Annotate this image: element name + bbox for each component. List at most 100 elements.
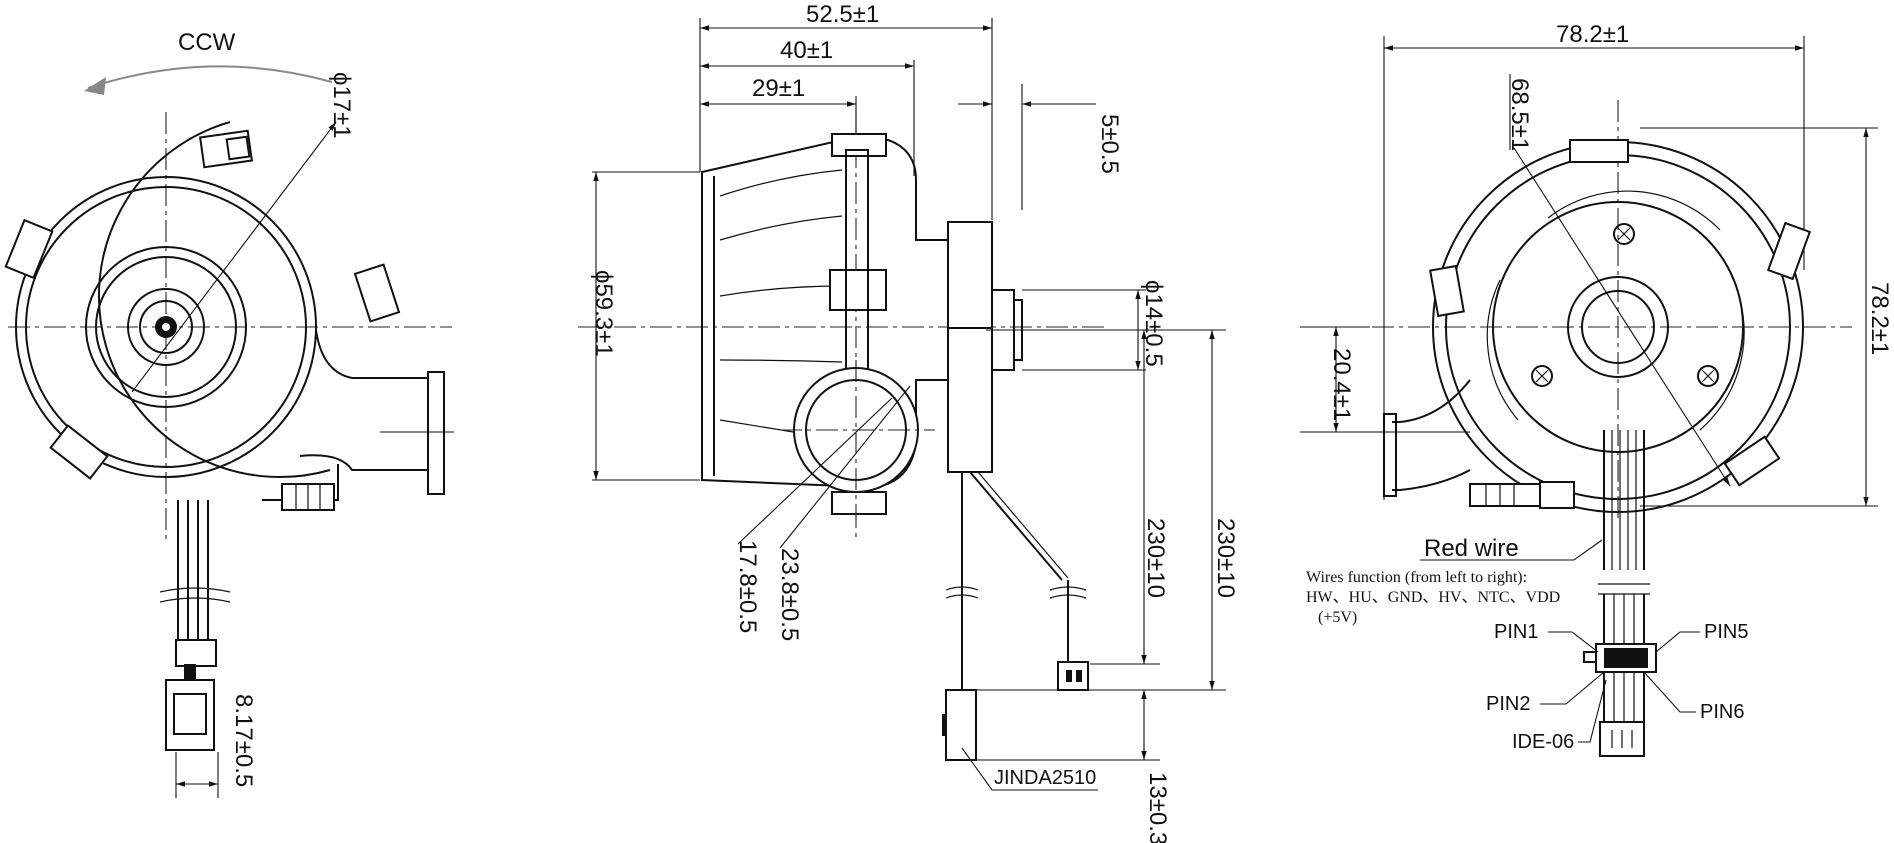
side-flange [947, 221, 993, 329]
front-hub-mid [95, 256, 237, 398]
back-red-wire-leader [1420, 539, 1603, 561]
back-wires-title: Wires function (from left to right): [1306, 569, 1527, 586]
side-lead-a-break [945, 586, 979, 591]
front-pitch-label: 8.17±0.5 [230, 694, 257, 787]
back-screw-top-cross [1617, 227, 1631, 241]
front-diameter-leader [131, 121, 337, 393]
front-clip-top-tab [225, 135, 251, 161]
back-center-bore [1581, 290, 1655, 364]
back-wires-vdd: (+5V) [1318, 609, 1357, 626]
back-screw-left-cross [1535, 369, 1549, 383]
front-hub-diameter-label: ϕ17±1 [328, 72, 355, 139]
back-cover-slot-1 [1547, 190, 1721, 231]
side-lead-b-break-2 [1049, 594, 1087, 599]
side-connector-jinda [945, 689, 977, 761]
back-width-label: 78.2±1 [1556, 21, 1629, 48]
front-wire-break-bottom [159, 597, 231, 603]
front-hub-inner [127, 288, 205, 366]
back-volute-top [1392, 379, 1471, 423]
front-clip-right [353, 263, 401, 323]
back-volute-bottom [1392, 469, 1471, 491]
back-ide-pins [1599, 721, 1645, 757]
back-ide-connector-label: IDE-06 [1512, 731, 1574, 753]
front-volute-top [315, 329, 428, 379]
side-inlet-leader-inner [737, 397, 893, 545]
side-connector-name-label: JINDA2510 [994, 767, 1096, 789]
side-lead-a-break-2 [945, 594, 979, 599]
back-inlet-clip-end [1539, 481, 1575, 509]
back-pin5-label: PIN5 [1704, 621, 1748, 643]
front-volute-bottom [299, 454, 428, 471]
back-cover [1492, 201, 1744, 453]
back-pin5-leader [1655, 631, 1700, 653]
side-clip-mid [829, 269, 887, 311]
side-rib-2 [719, 215, 843, 241]
back-red-wire-label: Red wire [1424, 535, 1519, 562]
side-connector-length-label: 13±0.3 [1144, 772, 1171, 843]
back-ide-connector-body [1604, 648, 1648, 668]
side-inlet-outer-label: 23.8±0.5 [776, 548, 803, 641]
side-length-40-label: 40±1 [780, 37, 833, 64]
back-center-boss [1567, 276, 1669, 378]
side-connector-small [1057, 661, 1089, 691]
back-inlet-clip [1469, 483, 1541, 507]
front-view: CCW ϕ17±1 [4, 29, 454, 798]
front-wire-break-top [159, 587, 231, 593]
back-clip-right [1766, 221, 1812, 281]
ccw-arrowhead-icon [84, 77, 106, 95]
back-pin6-leader [1643, 671, 1696, 713]
front-clip-left [4, 218, 54, 280]
back-radius-label: 68.5±1 [1506, 78, 1533, 151]
front-outlet-flange [427, 371, 445, 495]
side-lead-b-label: 230±10 [1212, 518, 1239, 598]
back-pin1-leader [1548, 631, 1599, 653]
side-body-diameter-label: ϕ59.3±1 [590, 270, 617, 357]
back-ide-leader [1578, 679, 1607, 743]
back-cover-slot-3 [1486, 279, 1519, 421]
rotation-label: CCW [178, 29, 236, 56]
side-clip-bottom [831, 491, 887, 515]
front-connector-window [173, 693, 207, 735]
front-housing-outer [97, 121, 331, 478]
side-lead-b-upper-2 [977, 471, 1069, 579]
front-hub-outer [85, 246, 247, 408]
front-connector-latch [184, 664, 196, 680]
back-offset-label: 20.4±1 [1328, 348, 1355, 421]
side-flange-label: 5±0.5 [1096, 114, 1123, 174]
back-cover-slot-2 [1699, 299, 1745, 431]
back-view: 78.2±1 78.2±1 68.5±1 20.4±1 [1300, 21, 1893, 757]
side-lead-a-label: 230±10 [1142, 518, 1169, 598]
ccw-rotation-arrow [87, 65, 333, 89]
side-rib-3 [719, 285, 843, 297]
front-clip-bottom-left [49, 424, 109, 480]
side-rib-4 [719, 359, 843, 363]
side-inlet-leader-outer [779, 385, 911, 549]
back-height-label: 78.2±1 [1866, 282, 1893, 355]
back-radius-leader [1513, 147, 1731, 487]
back-screw-right-icon [1697, 365, 1719, 387]
back-pin6-label: PIN6 [1700, 701, 1744, 723]
side-view: 52.5±1 40±1 29±1 5±0.5 ϕ59.3±1 [578, 1, 1239, 843]
front-shaft-bore [162, 323, 170, 331]
side-overall-length-label: 52.5±1 [806, 1, 879, 28]
side-flange-lower [947, 327, 993, 473]
back-clip-left [1429, 264, 1465, 318]
back-clip-bottom-right [1723, 435, 1781, 487]
front-wire-clip [175, 639, 217, 667]
side-lead-b-break [1049, 586, 1087, 591]
back-wires-list: HW、HU、GND、HV、NTC、VDD [1306, 589, 1560, 606]
back-screw-top-icon [1613, 223, 1635, 245]
side-connector-small-pin-1 [1066, 670, 1072, 682]
front-hub-core [139, 300, 193, 354]
back-screw-right-cross [1701, 369, 1715, 383]
side-connector-small-pin-2 [1076, 670, 1082, 682]
back-pin1-label: PIN1 [1494, 621, 1538, 643]
front-housing-ring-inner [25, 186, 307, 468]
side-connector-jinda-latch [942, 714, 946, 736]
back-inlet-flange [1383, 413, 1397, 497]
side-jinda-leader [961, 747, 1098, 791]
back-ide-connector-latch [1583, 651, 1597, 663]
back-clip-top [1569, 139, 1629, 163]
side-lead-b-upper [969, 471, 1063, 581]
